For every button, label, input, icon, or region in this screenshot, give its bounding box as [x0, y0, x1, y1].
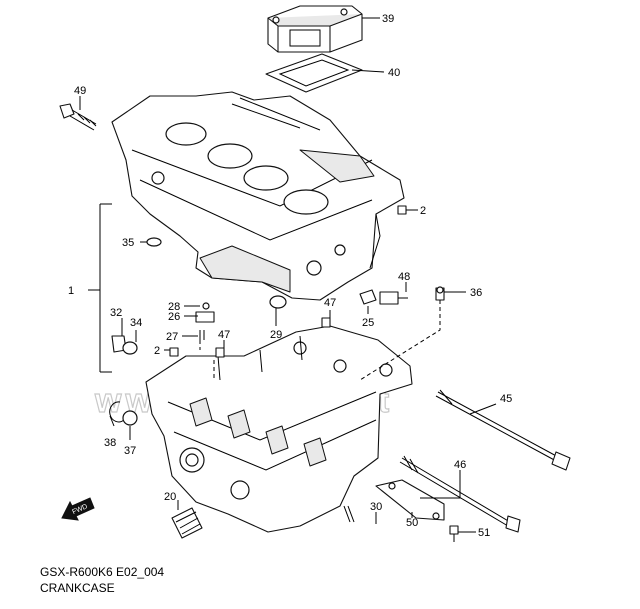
callout-50: 50: [406, 517, 418, 529]
callout-26: 26: [168, 311, 180, 323]
part-50-plate-drawing: [375, 479, 445, 521]
callout-labels: 39 40 49 2 35 1 48 36 47 28 26 32 34 25 …: [68, 13, 512, 539]
callout-25: 25: [362, 317, 374, 329]
part-2-dowel-upper: [397, 205, 407, 215]
callout-38: 38: [104, 437, 116, 449]
lower-crankcase-drawing: [145, 325, 413, 533]
callout-29: 29: [270, 329, 282, 341]
callout-2-lower: 2: [154, 345, 160, 357]
callout-47-upper: 47: [324, 297, 336, 309]
callout-27: 27: [166, 331, 178, 343]
part-28-26-27-drawing: [195, 302, 215, 340]
upper-crankcase-drawing: [111, 91, 405, 301]
part-20-filter-drawing: [171, 507, 203, 539]
callout-48: 48: [398, 271, 410, 283]
callout-47-lower: 47: [218, 329, 230, 341]
part-35-oring: [146, 237, 162, 247]
callout-28: 28: [168, 301, 180, 313]
part-48-25-plug-drawing: [359, 289, 408, 305]
part-47-pin-upper: [321, 317, 331, 328]
part-39-cover-drawing: [267, 5, 363, 53]
leader-lines: [79, 17, 497, 533]
callout-49: 49: [74, 85, 86, 97]
callout-2-upper: 2: [420, 205, 426, 217]
part-29-ring: [269, 295, 287, 309]
callout-30: 30: [370, 501, 382, 513]
callout-32: 32: [110, 307, 122, 319]
fwd-arrow-icon: FWD: [61, 497, 95, 521]
callout-51: 51: [478, 527, 490, 539]
model-code-caption: GSX-R600K6 E02_004: [40, 565, 164, 579]
part-2-dowel-lower: [169, 347, 179, 357]
callout-20: 20: [164, 491, 176, 503]
part-46-long-bolt-drawing: [399, 455, 521, 533]
diagram-title: CRANKCASE: [40, 581, 115, 595]
part-32-34-drawing: [111, 335, 138, 355]
callout-40: 40: [388, 67, 400, 79]
part-49-bolt-drawing: [59, 103, 97, 131]
part-51-screw-drawing: [449, 525, 459, 542]
callout-1: 1: [68, 285, 74, 297]
part-30-pin: [343, 505, 355, 523]
callout-45: 45: [500, 393, 512, 405]
part-36-sender-drawing: [435, 286, 445, 301]
callout-35: 35: [122, 237, 134, 249]
callout-37: 37: [124, 445, 136, 457]
part-38-37-drawing: [109, 401, 138, 426]
callout-36: 36: [470, 287, 482, 299]
part-40-gasket-drawing: [265, 53, 363, 93]
callout-39: 39: [382, 13, 394, 25]
callout-34: 34: [130, 317, 142, 329]
callout-46: 46: [454, 459, 466, 471]
part-47-pin-lower: [215, 347, 225, 358]
part-45-long-bolt-drawing: [435, 389, 571, 471]
